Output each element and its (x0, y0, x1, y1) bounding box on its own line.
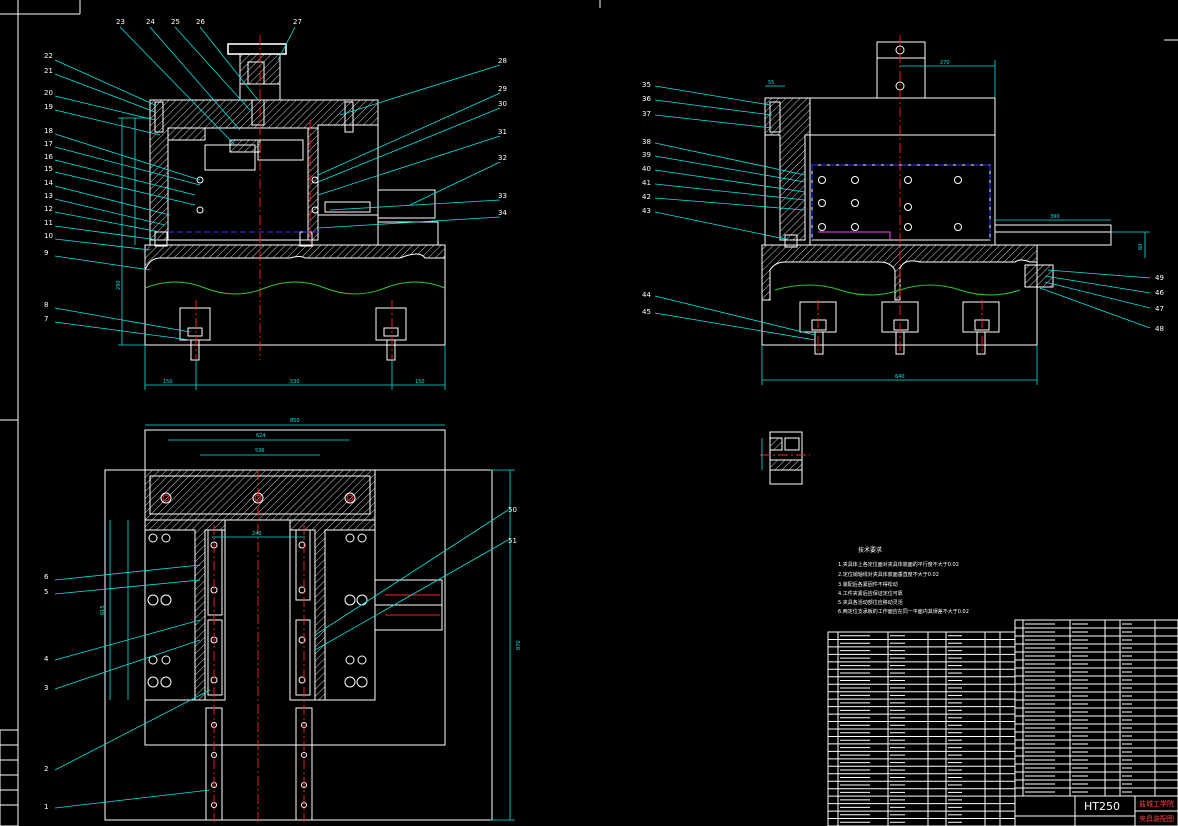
technical-notes: 技术要求 1.夹具体上各定位面对夹具体底面的平行度不大于0.02 2.定位销轴线… (838, 546, 969, 615)
label-40: 40 (642, 165, 651, 173)
label-43: 43 (642, 207, 651, 215)
label-21: 21 (44, 67, 53, 75)
label-12: 12 (44, 205, 53, 213)
label-24: 24 (146, 18, 155, 26)
label-34: 34 (498, 209, 507, 217)
note-3: 3.装配后各紧固件不得松动 (838, 581, 898, 588)
label-47: 47 (1155, 305, 1164, 313)
label-6: 6 (44, 573, 49, 581)
detail-view (760, 431, 810, 485)
label-48: 48 (1155, 325, 1164, 333)
label-25: 25 (171, 18, 180, 26)
label-38: 38 (642, 138, 651, 146)
label-41: 41 (642, 179, 651, 187)
dim-plan-height2: 615 (100, 605, 106, 615)
label-10: 10 (44, 232, 53, 240)
notes-title: 技术要求 (858, 546, 882, 554)
label-42: 42 (642, 193, 651, 201)
label-8: 8 (44, 301, 48, 309)
label-16: 16 (44, 153, 53, 161)
front-view (118, 35, 446, 390)
label-4: 4 (44, 655, 49, 663)
title-block: HT250 盐城工学院 夹具装配图 (1014, 795, 1178, 826)
label-9: 9 (44, 249, 48, 257)
label-46: 46 (1155, 289, 1164, 297)
label-1: 1 (44, 803, 48, 811)
dim-front-left: 150 (163, 379, 173, 385)
label-29: 29 (498, 85, 507, 93)
label-3: 3 (44, 684, 48, 692)
dim-front-right: 150 (415, 379, 425, 385)
label-33: 33 (498, 192, 507, 200)
label-31: 31 (498, 128, 507, 136)
label-7: 7 (44, 315, 48, 323)
label-13: 13 (44, 192, 53, 200)
dim-side-offset: 55 (768, 80, 774, 86)
drawing-title: 夹具装配图 (1139, 814, 1174, 823)
dim-side-plate: 390 (1050, 214, 1060, 220)
label-14: 14 (44, 179, 53, 187)
label-20: 20 (44, 89, 53, 97)
label-5: 5 (44, 588, 48, 596)
plan-view-leaders (54, 509, 509, 809)
label-36: 36 (642, 95, 651, 103)
label-32: 32 (498, 154, 507, 162)
label-23: 23 (116, 18, 125, 26)
dim-plan-height: 870 (516, 640, 522, 650)
dim-front-height: 290 (116, 280, 122, 290)
label-44: 44 (642, 291, 651, 299)
label-45: 45 (642, 308, 651, 316)
label-28: 28 (498, 57, 507, 65)
label-22: 22 (44, 52, 53, 60)
note-6: 6.两定位支承板的工作面应在同一平面内其误差不大于0.02 (838, 608, 969, 615)
note-2: 2.定位销轴线对夹具体底面垂直度不大于0.02 (838, 571, 939, 578)
dim-plan-center: 240 (252, 531, 262, 537)
label-15: 15 (44, 165, 53, 173)
label-18: 18 (44, 127, 53, 135)
plan-view (104, 424, 515, 822)
dim-side-height: 60 (1138, 244, 1144, 250)
label-27: 27 (293, 18, 302, 26)
label-35: 35 (642, 81, 651, 89)
dim-side-top: 270 (940, 60, 950, 66)
note-5: 5.夹具各活动部位应移动灵活 (838, 599, 903, 606)
side-view (761, 35, 1150, 385)
label-11: 11 (44, 219, 53, 227)
front-view-leaders (54, 26, 501, 341)
label-49: 49 (1155, 274, 1164, 282)
label-30: 30 (498, 100, 507, 108)
side-view-leaders (654, 85, 1151, 341)
material-label: HT250 (1084, 800, 1120, 813)
dim-side-width: 640 (895, 374, 905, 380)
label-2: 2 (44, 765, 48, 773)
school-name: 盐城工学院 (1139, 799, 1174, 808)
parts-list (827, 619, 1178, 826)
label-26: 26 (196, 18, 205, 26)
label-50: 50 (508, 506, 517, 514)
label-37: 37 (642, 110, 651, 118)
note-4: 4.工件夹紧后应保证定位可靠 (838, 590, 903, 597)
note-1: 1.夹具体上各定位面对夹具体底面的平行度不大于0.02 (838, 561, 959, 568)
label-19: 19 (44, 103, 53, 111)
dim-plan-inner: 624 (256, 433, 266, 439)
label-39: 39 (642, 151, 651, 159)
label-17: 17 (44, 140, 53, 148)
dim-front-width: 530 (290, 379, 300, 385)
dim-plan-outer: 850 (290, 418, 300, 424)
label-51: 51 (508, 537, 517, 545)
dim-plan-span: 536 (255, 448, 265, 454)
